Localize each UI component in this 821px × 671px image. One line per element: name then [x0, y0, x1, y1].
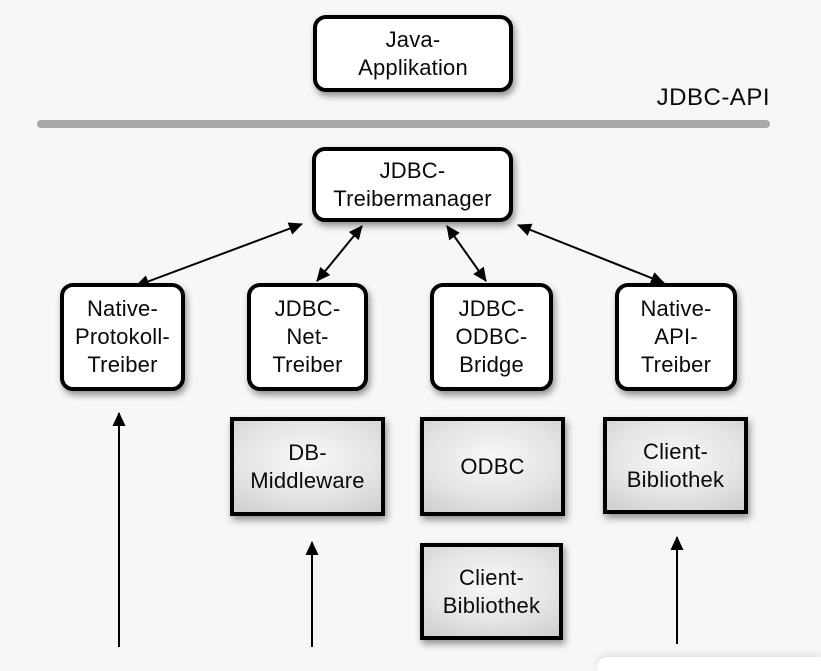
node-client-bibliothek-lower-label: Client- Bibliothek: [442, 564, 541, 618]
node-native-protokoll-treiber-label: Native- Protokoll- Treiber: [75, 296, 170, 377]
node-client-bibliothek-lower: Client- Bibliothek: [420, 543, 563, 640]
arrow-treibermanager-jdbc-odbc: [446, 225, 487, 282]
node-odbc-label: ODBC: [460, 453, 525, 479]
partial-box-bottom-right: [597, 657, 821, 671]
node-jdbc-treibermanager-label: JDBC- Treibermanager: [333, 157, 492, 211]
node-db-middleware: DB- Middleware: [230, 417, 385, 516]
jdbc-api-label: JDBC-API: [656, 84, 770, 111]
node-client-bibliothek-right-label: Client- Bibliothek: [626, 438, 725, 492]
node-client-bibliothek-right: Client- Bibliothek: [603, 417, 748, 514]
node-jdbc-net-treiber: JDBC- Net- Treiber: [247, 283, 368, 391]
arrow-treibermanager-native-protokoll: [135, 222, 303, 288]
jdbc-api-divider-line: [37, 120, 770, 128]
arrow-treibermanager-native-api: [517, 223, 665, 285]
node-jdbc-net-treiber-label: JDBC- Net- Treiber: [272, 296, 343, 377]
node-java-applikation-label: Java- Applikation: [358, 26, 468, 80]
node-db-middleware-label: DB- Middleware: [250, 439, 365, 493]
node-jdbc-odbc-bridge-label: JDBC- ODBC- Bridge: [455, 296, 528, 377]
node-jdbc-odbc-bridge: JDBC- ODBC- Bridge: [430, 283, 553, 391]
node-java-applikation: Java- Applikation: [313, 15, 513, 92]
node-native-api-treiber-label: Native- API- Treiber: [640, 296, 712, 377]
arrow-treibermanager-jdbc-net: [316, 225, 363, 282]
node-jdbc-treibermanager: JDBC- Treibermanager: [312, 147, 513, 222]
node-native-api-treiber: Native- API- Treiber: [615, 283, 737, 391]
node-native-protokoll-treiber: Native- Protokoll- Treiber: [60, 283, 185, 391]
node-odbc: ODBC: [420, 417, 565, 516]
